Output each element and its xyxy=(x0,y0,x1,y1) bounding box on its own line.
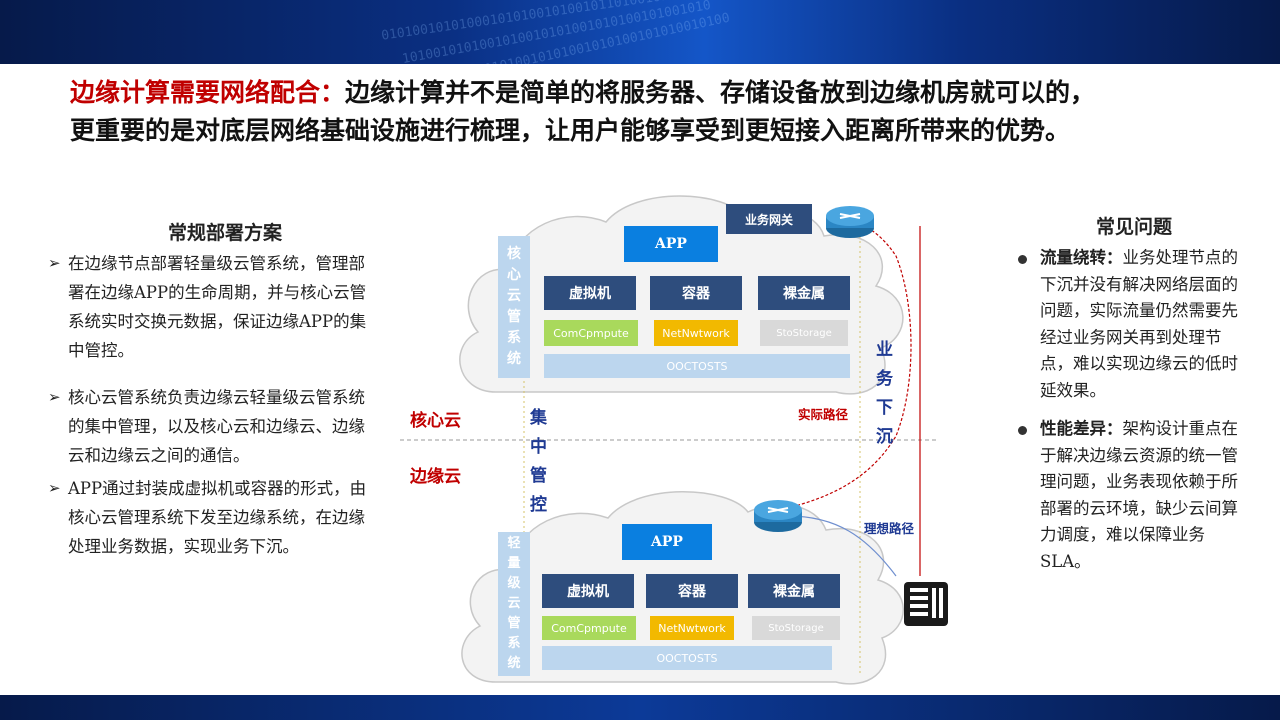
edge-compute-box: ComCpmpute xyxy=(542,616,636,640)
arrow-bullet-icon: ➢ xyxy=(48,479,61,497)
core-container-box: 容器 xyxy=(650,276,742,310)
headline-lead: 边缘计算需要网络配合： xyxy=(70,78,346,107)
deployment-plan-panel: 常规部署方案 ➢在边缘节点部署轻量级云管系统，管理部署在边缘APP的生命周期，并… xyxy=(48,218,368,561)
core-router-icon xyxy=(826,206,874,238)
arrow-bullet-icon: ➢ xyxy=(48,388,61,406)
binary-decoration: 0101001010100010101001010010110100101001… xyxy=(380,0,732,64)
edge-router-icon xyxy=(754,500,802,532)
core-vm-box: 虚拟机 xyxy=(544,276,636,310)
edge-baremetal-box: 裸金属 xyxy=(748,574,840,608)
common-issues-title: 常见问题 xyxy=(1095,216,1172,238)
list-item: 流量绕转：业务处理节点的下沉并没有解决网络层面的问题，实际流量仍然需要先经过业务… xyxy=(1014,245,1254,404)
common-issues-panel: 常见问题 流量绕转：业务处理节点的下沉并没有解决网络层面的问题，实际流量仍然需要… xyxy=(1014,212,1254,575)
actual-path-line xyxy=(757,221,912,515)
core-compute-box: ComCpmpute xyxy=(544,320,638,346)
deployment-plan-list: ➢在边缘节点部署轻量级云管系统，管理部署在边缘APP的生命周期，并与核心云管系统… xyxy=(48,249,368,561)
list-item: 性能差异：架构设计重点在于解决边缘云资源的统一管理问题，业务表现依赖于所部署的云… xyxy=(1014,416,1254,575)
core-app-box: APP xyxy=(624,226,718,262)
edge-container-box: 容器 xyxy=(646,574,738,608)
edge-storage-box: StoStorage xyxy=(752,616,840,640)
list-item: ➢在边缘节点部署轻量级云管系统，管理部署在边缘APP的生命周期，并与核心云管系统… xyxy=(48,249,368,365)
edge-light-management-system: 轻 量 级 云 管 系 统 xyxy=(498,532,530,676)
architecture-diagram: 核 心 云 管 系 统 APP 业务网关 虚拟机 容器 裸金属 ComCpmpu… xyxy=(396,186,956,692)
edge-network-box: NetNwtwork xyxy=(650,616,734,640)
bullet-dot-icon xyxy=(1018,426,1027,435)
business-sink-label: 业 务 下 沉 xyxy=(876,340,893,447)
edge-app-box: APP xyxy=(622,524,712,560)
arrow-bullet-icon: ➢ xyxy=(48,254,61,272)
footer-banner xyxy=(0,695,1280,720)
core-baremetal-box: 裸金属 xyxy=(758,276,850,310)
edge-vm-box: 虚拟机 xyxy=(542,574,634,608)
core-os-box: OOCTOSTS xyxy=(544,354,850,378)
common-issues-list: 流量绕转：业务处理节点的下沉并没有解决网络层面的问题，实际流量仍然需要先经过业务… xyxy=(1014,245,1254,575)
core-cloud-management-system: 核 心 云 管 系 统 xyxy=(498,236,530,378)
central-control-label: 集 中 管 控 xyxy=(530,408,547,515)
ideal-path-line xyxy=(787,515,897,577)
core-zone-label: 核心云 xyxy=(410,411,461,431)
edge-os-box: OOCTOSTS xyxy=(542,646,832,670)
business-gateway-box: 业务网关 xyxy=(726,204,812,234)
headline-line1: 边缘计算并不是简单的将服务器、存储设备放到边缘机房就可以的， xyxy=(345,78,1096,107)
list-item: ➢核心云管系统负责边缘云轻量级云管系统的集中管理，以及核心云和边缘云、边缘云和边… xyxy=(48,383,368,470)
headline: 边缘计算需要网络配合：边缘计算并不是简单的将服务器、存储设备放到边缘机房就可以的… xyxy=(70,74,1260,150)
header-banner: 0101001010100010101001010010110100101001… xyxy=(0,0,1280,64)
server-icon xyxy=(904,582,948,626)
core-network-box: NetNwtwork xyxy=(654,320,738,346)
edge-zone-label: 边缘云 xyxy=(410,467,461,487)
list-item: ➢APP通过封装成虚拟机或容器的形式，由核心云管理系统下发至边缘系统，在边缘处理… xyxy=(48,474,368,561)
actual-path-label: 实际路径 xyxy=(798,407,849,422)
deployment-plan-title: 常规部署方案 xyxy=(167,222,282,244)
headline-line2: 更重要的是对底层网络基础设施进行梳理，让用户能够享受到更短接入距离所带来的优势。 xyxy=(70,116,1071,145)
ideal-path-label: 理想路径 xyxy=(864,521,915,536)
bullet-dot-icon xyxy=(1018,255,1027,264)
core-storage-box: StoStorage xyxy=(760,320,848,346)
